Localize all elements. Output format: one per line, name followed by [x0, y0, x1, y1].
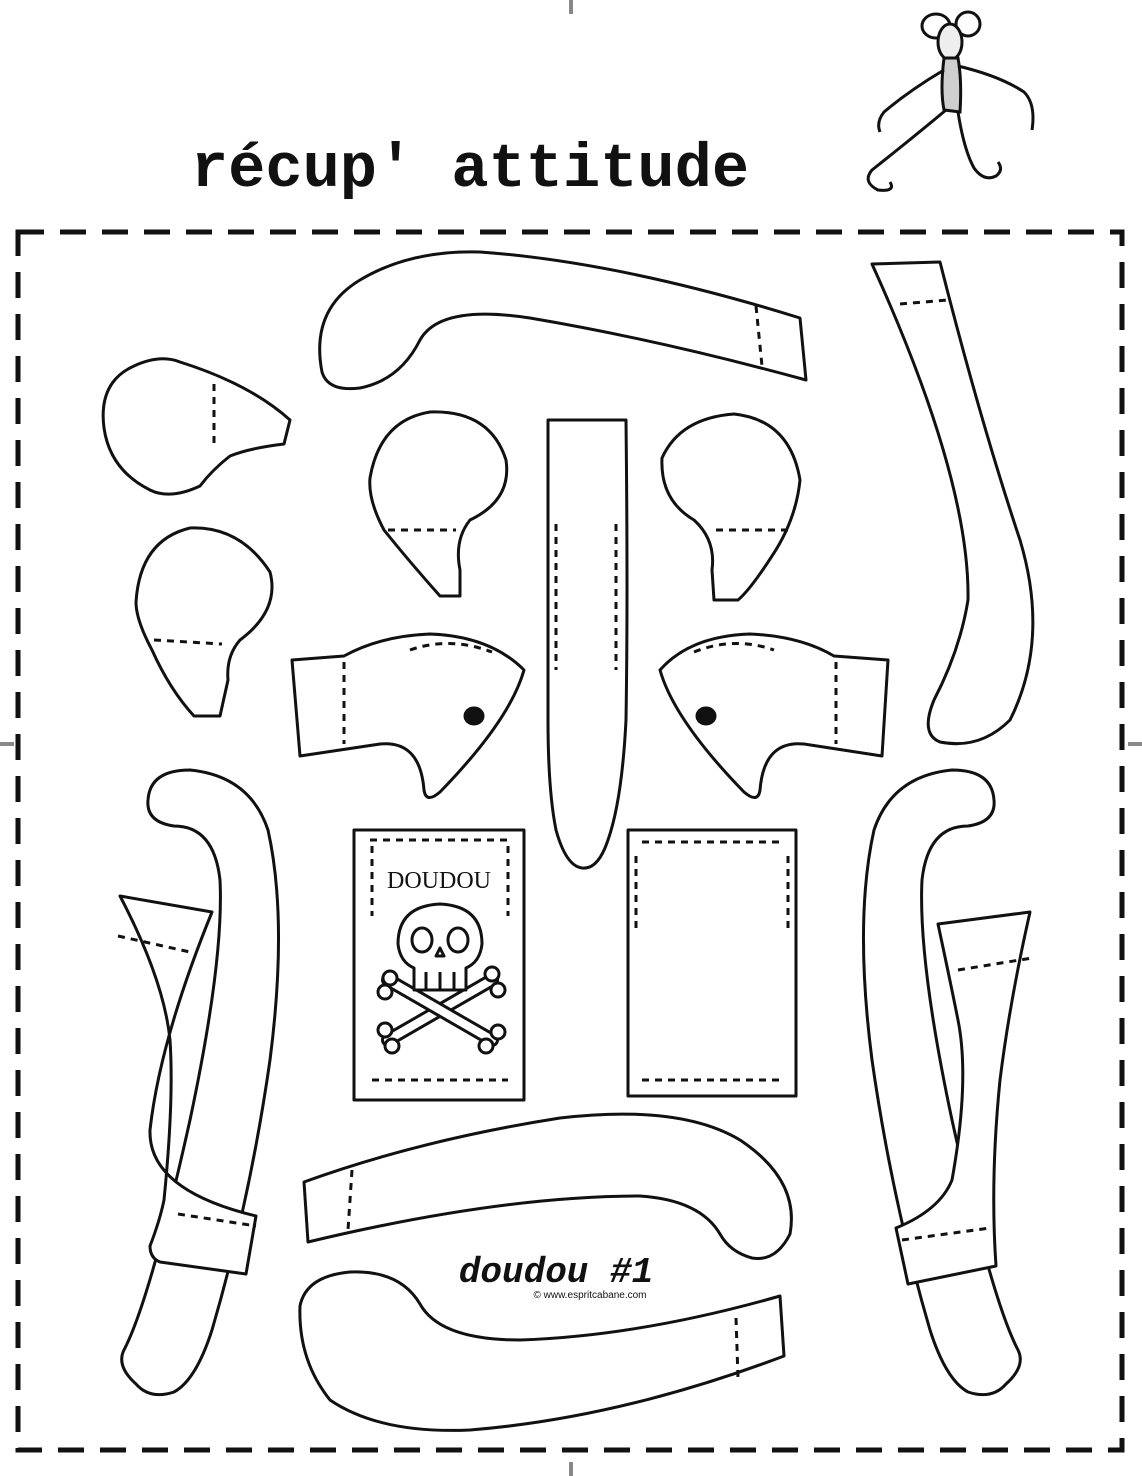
pattern-piece-head-left — [368, 410, 509, 598]
seam-line — [754, 305, 764, 367]
pattern-piece-bottom-arm — [298, 1270, 786, 1432]
seam-line — [409, 642, 493, 654]
pattern-piece-left-leg — [120, 768, 280, 1397]
copyright-notice: © www.espritcabane.com — [534, 1290, 647, 1301]
pattern-piece-right-leg — [862, 768, 1022, 1397]
mascot-monkey-icon — [866, 10, 1035, 192]
seam-line — [153, 638, 223, 646]
skull-and-crossbones-icon — [376, 902, 507, 1055]
dashed-cut-border — [15, 229, 1125, 1453]
pattern-piece-face-left — [290, 632, 526, 799]
pattern-piece-right-leg-strip — [894, 910, 1032, 1286]
pattern-piece-lower-arm — [302, 1112, 793, 1260]
pattern-signature: doudou #1 — [459, 1252, 653, 1293]
seam-line — [177, 1212, 257, 1228]
page-title: récup' attitude — [191, 134, 749, 205]
seam-line — [899, 298, 949, 306]
label-card-text: DOUDOU — [387, 868, 491, 894]
pattern-piece-tail — [546, 418, 629, 870]
seam-line — [901, 1226, 991, 1242]
eye-dot — [463, 706, 485, 726]
pattern-piece-top-arm — [318, 250, 808, 391]
seam-line — [693, 642, 775, 654]
eye-dot — [695, 706, 717, 726]
seam-line — [346, 1169, 354, 1231]
pattern-piece-ear-left-bottom — [134, 526, 274, 718]
blank-card-piece — [626, 828, 798, 1098]
pattern-piece-head-right — [660, 412, 802, 602]
seam-line — [734, 1317, 740, 1379]
pattern-piece-right-arm — [870, 260, 1035, 746]
pattern-piece-face-right — [658, 632, 890, 799]
pattern-piece-left-leg-strip — [118, 894, 258, 1276]
pattern-piece-ear-left-top — [101, 357, 292, 496]
